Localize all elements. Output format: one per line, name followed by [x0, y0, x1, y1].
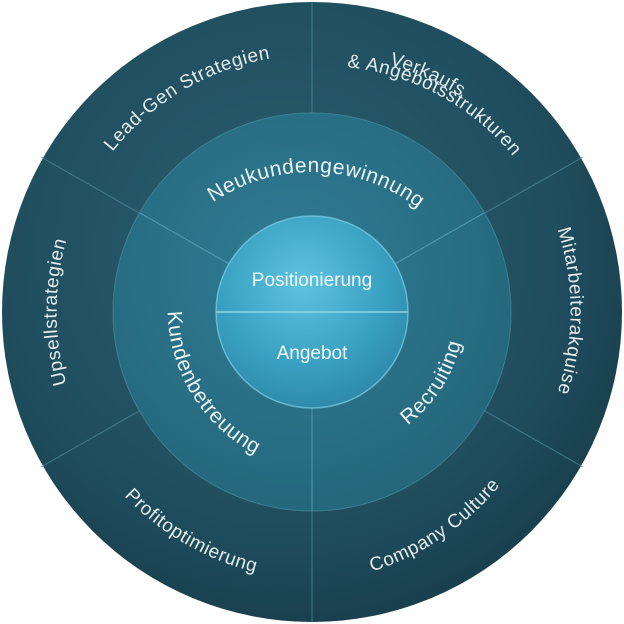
divider-middle-left: [139, 212, 232, 266]
divider-lower-right: [482, 409, 584, 468]
divider-upper-left: [40, 156, 142, 215]
core-label-angebot: Angebot: [277, 343, 349, 364]
divider-upper-right: [482, 156, 584, 215]
outer-dividers: [40, 2, 584, 622]
middle-dividers: [139, 212, 485, 511]
divider-lower-left: [40, 409, 142, 468]
core-label-positionierung: Positionierung: [252, 270, 372, 291]
divider-middle-right: [392, 212, 485, 266]
